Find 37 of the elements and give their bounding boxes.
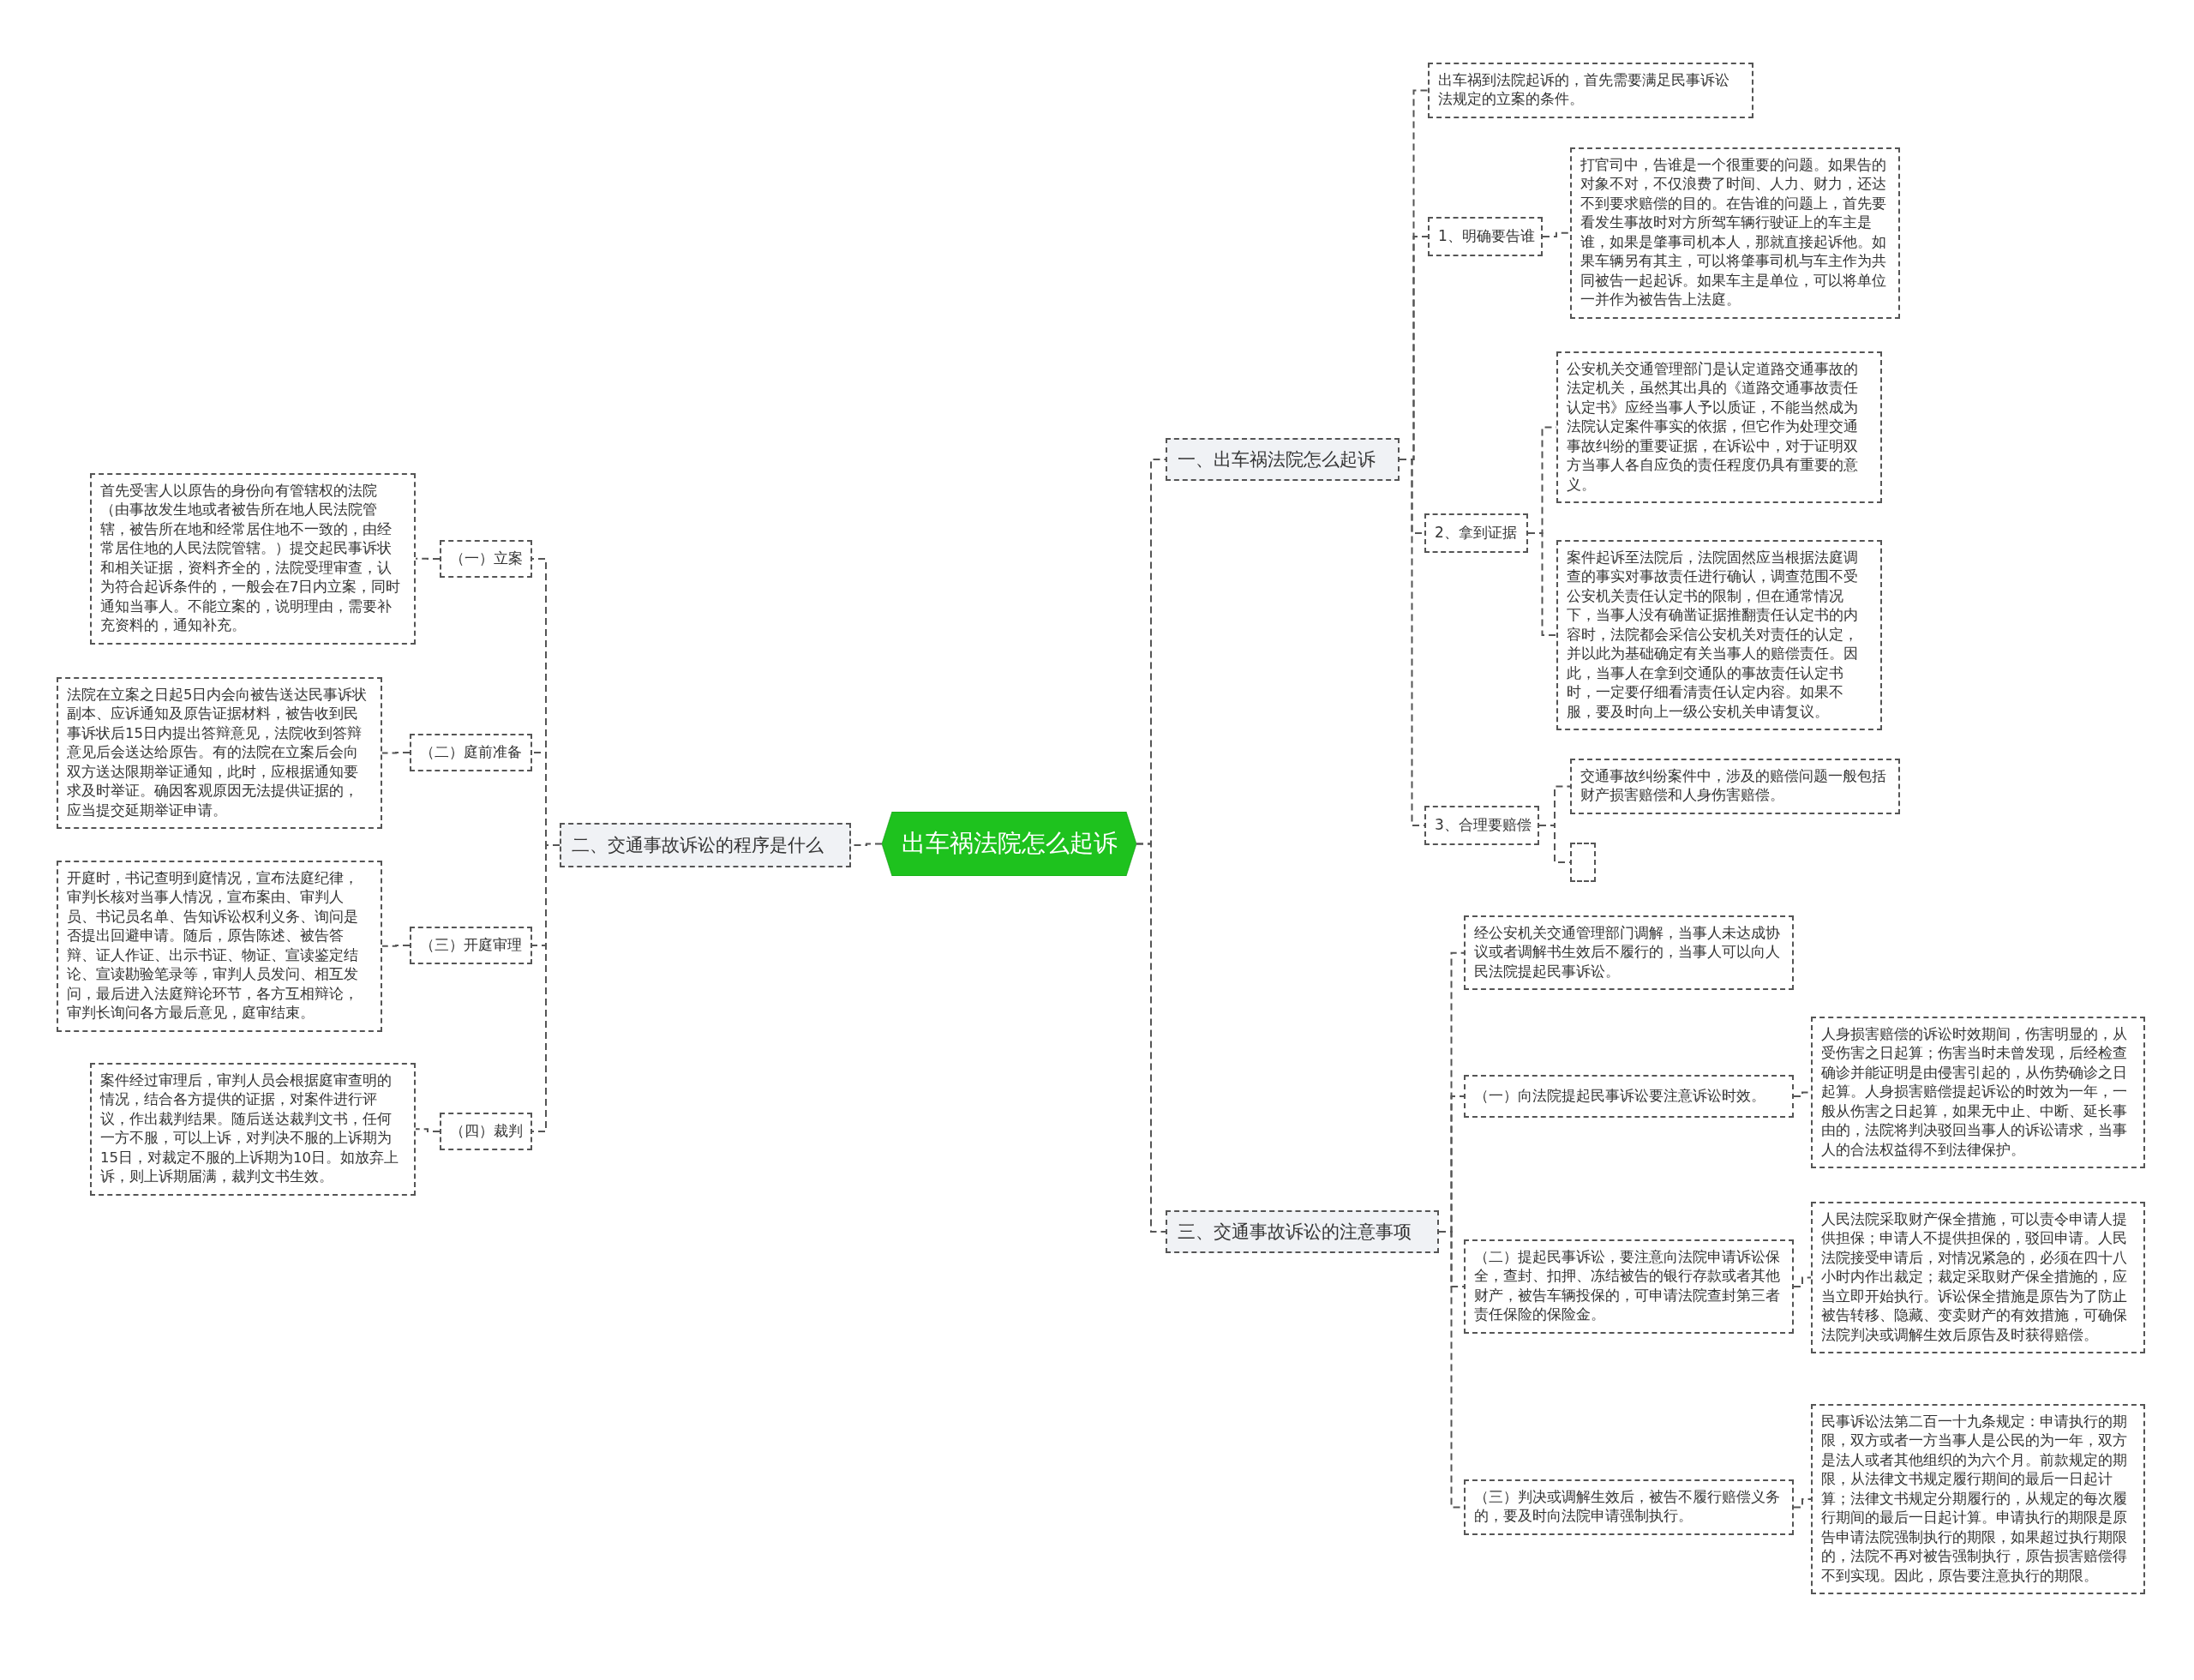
note-box: 打官司中，告谁是一个很重要的问题。如果告的对象不对，不仅浪费了时间、人力、财力，还达不到要求赔偿的目的。在告谁的问题上，首先要看发生事故时对方所驾车辆行驶证上的车主是谁，如果是肇事司机本人，那就直接起诉他。如果车辆另有其主，可以将肇事司机与车主作为共同被告一起起诉。如果车主是单位，可以将单位一并作为被告告上法庭。: [1570, 147, 1900, 319]
topic-box: 二、交通事故诉讼的程序是什么: [560, 823, 851, 867]
note-box: 开庭时，书记查明到庭情况，宣布法庭纪律，审判长核对当事人情况，宣布案由、审判人员、书记员名单、告知诉讼权利义务、询问是否提出回避申请。随后，原告陈述、被告答辩、证人作证、出示书证、物证、宣读鉴定结论、宣读勘验笔录等，审判人员发问、相互发问，最后进入法庭辩论环节，各方互相辩论，审判长询问各方最后意见，庭审结束。: [57, 861, 382, 1032]
connector-line: [381, 945, 411, 947]
note-box: 民事诉讼法第二百一十九条规定：申请执行的期限，双方或者一方当事人是公民的为一年，双方是法人或者其他组织的为六个月。前款规定的期限，从法律文书规定履行期间的最后一日起计算；法律文书规定分期履行的，从规定的每次履行期间的最后一日起计算。申请执行的期限是原告申请法院强制执行的期限，如果超过执行期限的，法院不再对被告强制执行，原告损害赔偿得不到实现。因此，原告要注意执行的期限。: [1811, 1404, 2145, 1594]
note-box: 公安机关交通管理部门是认定道路交通事故的法定机关，虽然其出具的《道路交通事故责任认定书》应经当事人予以质证，不能当然成为法院认定案件事实的依据，但它作为处理交通事故纠纷的重要证据，在诉讼中，对于证明双方当事人各自应负的责任程度仍具有重要的意义。: [1556, 351, 1882, 504]
topic-box: 一、出车祸法院怎么起诉: [1166, 438, 1400, 481]
note-box: （二）提起民事诉讼，要注意向法院申请诉讼保全，查封、扣押、冻结被告的银行存款或者其他财产，被告车辆投保的，可申请法院查封第三者责任保险的保险金。: [1464, 1239, 1794, 1334]
connector-line: [415, 1128, 441, 1132]
note-box: （三）判决或调解生效后，被告不履行赔偿义务的，要及时向法院申请强制执行。: [1464, 1479, 1794, 1535]
note-box: 人民法院采取财产保全措施，可以责令申请人提供担保；申请人不提供担保的，驳回申请。人民法院接受申请后，对情况紧急的，必须在四十八小时内作出裁定；裁定采取财产保全措施的，应当立即开始执行。诉讼保全措施是原告为了防止被告转移、隐藏、变卖财产的有效措施，可确保法院判决或调解生效后原告及时获得赔偿。: [1811, 1202, 2145, 1354]
note-box: 案件起诉至法院后，法院固然应当根据法庭调查的事实对事故责任进行确认，调查范围不受公安机关责任认定书的限制，但在通常情况下，当事人没有确凿证据推翻责任认定书的内容时，法院都会采信公安机关对责任的认定，并以此为基础确定有关当事人的赔偿责任。因此，当事人在拿到交通队的事故责任认定书时，一定要仔细看清责任认定内容。如果不服，要及时向上一级公安机关申请复议。: [1556, 540, 1882, 730]
branch-box: （一）立案: [440, 540, 532, 578]
connector-line: [1793, 1497, 1812, 1509]
note-box: 法院在立案之日起5日内会向被告送达民事诉状副本、应诉通知及原告证据材料，被告收到民事诉状后15日内提出答辩意见，法院收到答辩意见后会送达给原告。有的法院在立案后会向双方送达限期举证通知，此时，应根据通知要求及时举证。确因客观原因无法提供证据的，应当提交延期举证申请。: [57, 677, 382, 830]
root-hexagon: 出车祸法院怎么起诉: [882, 812, 1136, 876]
branch-box: （二）庭前准备: [410, 734, 532, 771]
topic-box: 三、交通事故诉讼的注意事项: [1166, 1210, 1439, 1253]
branch-box: 2、拿到证据: [1424, 513, 1528, 553]
note-box: 案件经过审理后，审判人员会根据庭审查明的情况，结合各方提供的证据，对案件进行评议，作出裁判结果。随后送达裁判文书，任何一方不服，可以上诉，对判决不服的上诉期为15日，对裁定不服的上诉期为10日。如放弃上诉，则上诉期届满，裁判文书生效。: [90, 1063, 416, 1196]
connector-line: [1542, 231, 1571, 237]
connector-line: [1793, 1276, 1812, 1287]
branch-box: 1、明确要告谁: [1428, 217, 1543, 256]
branch-box: （四）裁判: [440, 1113, 532, 1150]
note-box: 出车祸到法院起诉的，首先需要满足民事诉讼法规定的立案的条件。: [1428, 63, 1753, 118]
branch-box: （三）开庭审理: [410, 927, 532, 964]
connector-line: [1527, 532, 1557, 636]
branch-box: （一）向法院提起民事诉讼要注意诉讼时效。: [1464, 1075, 1794, 1118]
connector-line: [415, 557, 441, 560]
note-box: 交通事故纠纷案件中，涉及的赔偿问题一般包括财产损害赔偿和人身伤害赔偿。: [1570, 759, 1900, 814]
note-box: 首先受害人以原告的身份向有管辖权的法院（由事故发生地或者被告所在地人民法院管辖，被告所在地和经常居住地不一致的，由经常居住地的人民法院管辖。）提交起民事诉状和相关证据，资料齐全的，法院受理审查，认为符合起诉条件的，一般会在7日内立案，同时通知当事人。不能立案的，说明理由，需要补充资料的，通知补充。: [90, 473, 416, 645]
connector-line: [1136, 843, 1166, 1233]
note-box: 经公安机关交通管理部门调解，当事人未达成协议或者调解书生效后不履行的，当事人可以向人民法院提起民事诉讼。: [1464, 915, 1794, 991]
note-box: 人身损害赔偿的诉讼时效期间，伤害明显的，从受伤害之日起算；伤害当时未曾发现，后经检查确诊并能证明是由侵害引起的，从伤势确诊之日起算。人身损害赔偿提起诉讼的时效为一年，一般从伤害之日起算，如果无中止、中断、延长事由的，法院将判决驳回当事人的诉讼请求，当事人的合法权益得不到法律保护。: [1811, 1017, 2145, 1169]
connector-line: [381, 752, 411, 754]
branch-box: 3、合理要赔偿: [1424, 806, 1539, 845]
empty-box: [1570, 843, 1596, 882]
